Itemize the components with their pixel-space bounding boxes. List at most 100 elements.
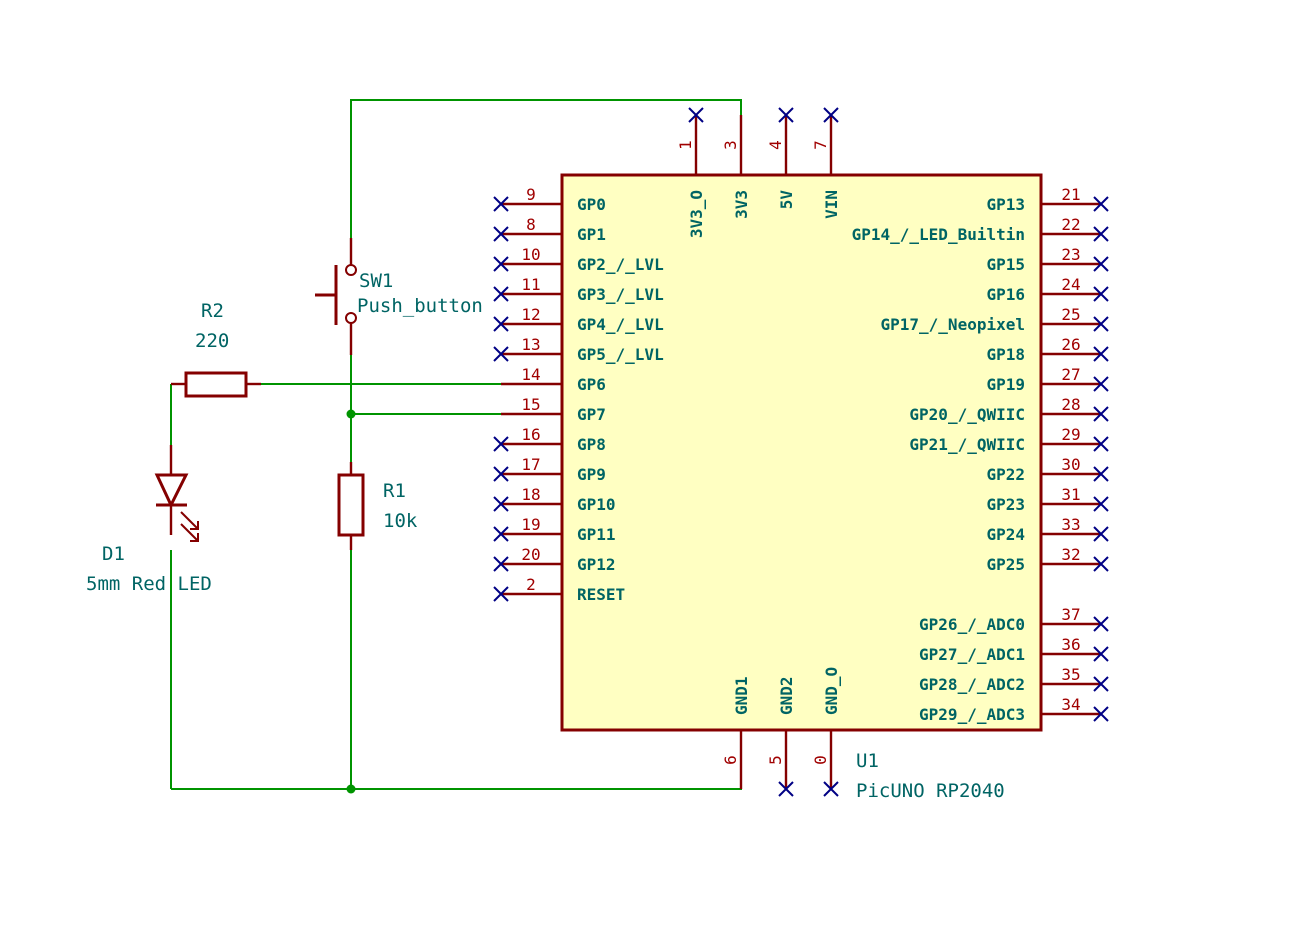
pin-number: 30 (1061, 455, 1080, 474)
pin-number: 12 (521, 305, 540, 324)
no-connect-icon (778, 781, 794, 797)
junction-dot (346, 409, 356, 419)
pin-number: 16 (521, 425, 540, 444)
pin-number: 5 (766, 755, 785, 765)
pin-number: 28 (1061, 395, 1080, 414)
pin-name: GP7 (577, 405, 606, 424)
pin-number: 8 (526, 215, 536, 234)
r2-value: 220 (195, 330, 229, 352)
pin-name: GP27_/_ADC1 (919, 645, 1025, 664)
junction-dot (346, 784, 356, 794)
u1-pins: 9GP08GP110GP2_/_LVL11GP3_/_LVL12GP4_/_LV… (493, 107, 1109, 797)
pin-name: GP23 (986, 495, 1025, 514)
light-emission-arrows-icon (180, 511, 199, 542)
no-connect-icon (1093, 376, 1109, 392)
no-connect-icon (493, 496, 509, 512)
pin-number: 37 (1061, 605, 1080, 624)
pin-number: 11 (521, 275, 540, 294)
pin-name: GP8 (577, 435, 606, 454)
no-connect-icon (1093, 436, 1109, 452)
pin-number: 23 (1061, 245, 1080, 264)
pin-name: GP10 (577, 495, 616, 514)
no-connect-icon (493, 466, 509, 482)
pin-name: 3V3_O (687, 190, 706, 238)
pin-number: 22 (1061, 215, 1080, 234)
pin-number: 32 (1061, 545, 1080, 564)
pin-number: 24 (1061, 275, 1080, 294)
pin-name: GP11 (577, 525, 616, 544)
pin-name: GP16 (986, 285, 1025, 304)
pin-name: GP3_/_LVL (577, 285, 664, 304)
pin-name: GP14_/_LED_Builtin (852, 225, 1025, 244)
pin-name: GND1 (732, 676, 751, 715)
no-connect-icon (1093, 256, 1109, 272)
pin-name: GP18 (986, 345, 1025, 364)
pin-name: GP0 (577, 195, 606, 214)
pin-name: GP12 (577, 555, 616, 574)
pin-number: 10 (521, 245, 540, 264)
d1-value: 5mm Red LED (86, 573, 212, 595)
pin-number: 1 (676, 140, 695, 150)
pin-number: 13 (521, 335, 540, 354)
no-connect-icon (493, 226, 509, 242)
no-connect-icon (493, 286, 509, 302)
pin-name: GND2 (777, 676, 796, 715)
no-connect-icon (493, 256, 509, 272)
pin-name: GP29_/_ADC3 (919, 705, 1025, 724)
pin-name: GP24 (986, 525, 1025, 544)
no-connect-icon (1093, 616, 1109, 632)
no-connect-icon (823, 781, 839, 797)
r2-symbol[interactable] (171, 371, 261, 398)
pin-number: 26 (1061, 335, 1080, 354)
pin-number: 4 (766, 140, 785, 150)
pin-name: GP19 (986, 375, 1025, 394)
sw1-symbol[interactable] (315, 238, 357, 355)
r1-value: 10k (383, 510, 418, 532)
no-connect-icon (493, 586, 509, 602)
r1-symbol[interactable] (337, 462, 365, 550)
no-connect-icon (1093, 496, 1109, 512)
pin-number: 33 (1061, 515, 1080, 534)
no-connect-icon (493, 346, 509, 362)
pin-number: 19 (521, 515, 540, 534)
pin-number: 31 (1061, 485, 1080, 504)
no-connect-icon (1093, 646, 1109, 662)
pin-name: GP28_/_ADC2 (919, 675, 1025, 694)
pin-number: 17 (521, 455, 540, 474)
no-connect-icon (1093, 466, 1109, 482)
pin-name: 3V3 (732, 190, 751, 219)
no-connect-icon (1093, 196, 1109, 212)
no-connect-icon (493, 436, 509, 452)
pin-number: 21 (1061, 185, 1080, 204)
no-connect-icon (493, 316, 509, 332)
d1-ref: D1 (102, 543, 125, 565)
pin-number: 0 (811, 755, 830, 765)
r1-ref: R1 (383, 480, 406, 502)
u1-body[interactable] (560, 173, 1043, 732)
no-connect-icon (1093, 226, 1109, 242)
pin-number: 27 (1061, 365, 1080, 384)
pin-name: GP6 (577, 375, 606, 394)
no-connect-icon (1093, 406, 1109, 422)
no-connect-icon (1093, 316, 1109, 332)
pin-number: 6 (721, 755, 740, 765)
no-connect-icon (1093, 676, 1109, 692)
pin-name: GP1 (577, 225, 606, 244)
no-connect-icon (688, 107, 704, 123)
pin-number: 29 (1061, 425, 1080, 444)
pin-number: 25 (1061, 305, 1080, 324)
u1-ref: U1 (856, 750, 879, 772)
pin-name: GP20_/_QWIIC (909, 405, 1025, 424)
pin-number: 20 (521, 545, 540, 564)
pin-number: 34 (1061, 695, 1080, 714)
pin-number: 2 (526, 575, 536, 594)
wire-gnd (171, 760, 742, 790)
pin-name: GP26_/_ADC0 (919, 615, 1025, 634)
pin-name: GP17_/_Neopixel (881, 315, 1026, 334)
pin-name: GP15 (986, 255, 1025, 274)
pin-name: GP21_/_QWIIC (909, 435, 1025, 454)
pin-name: GP5_/_LVL (577, 345, 664, 364)
sw1-ref: SW1 (359, 270, 393, 292)
d1-led-symbol[interactable] (154, 445, 199, 542)
